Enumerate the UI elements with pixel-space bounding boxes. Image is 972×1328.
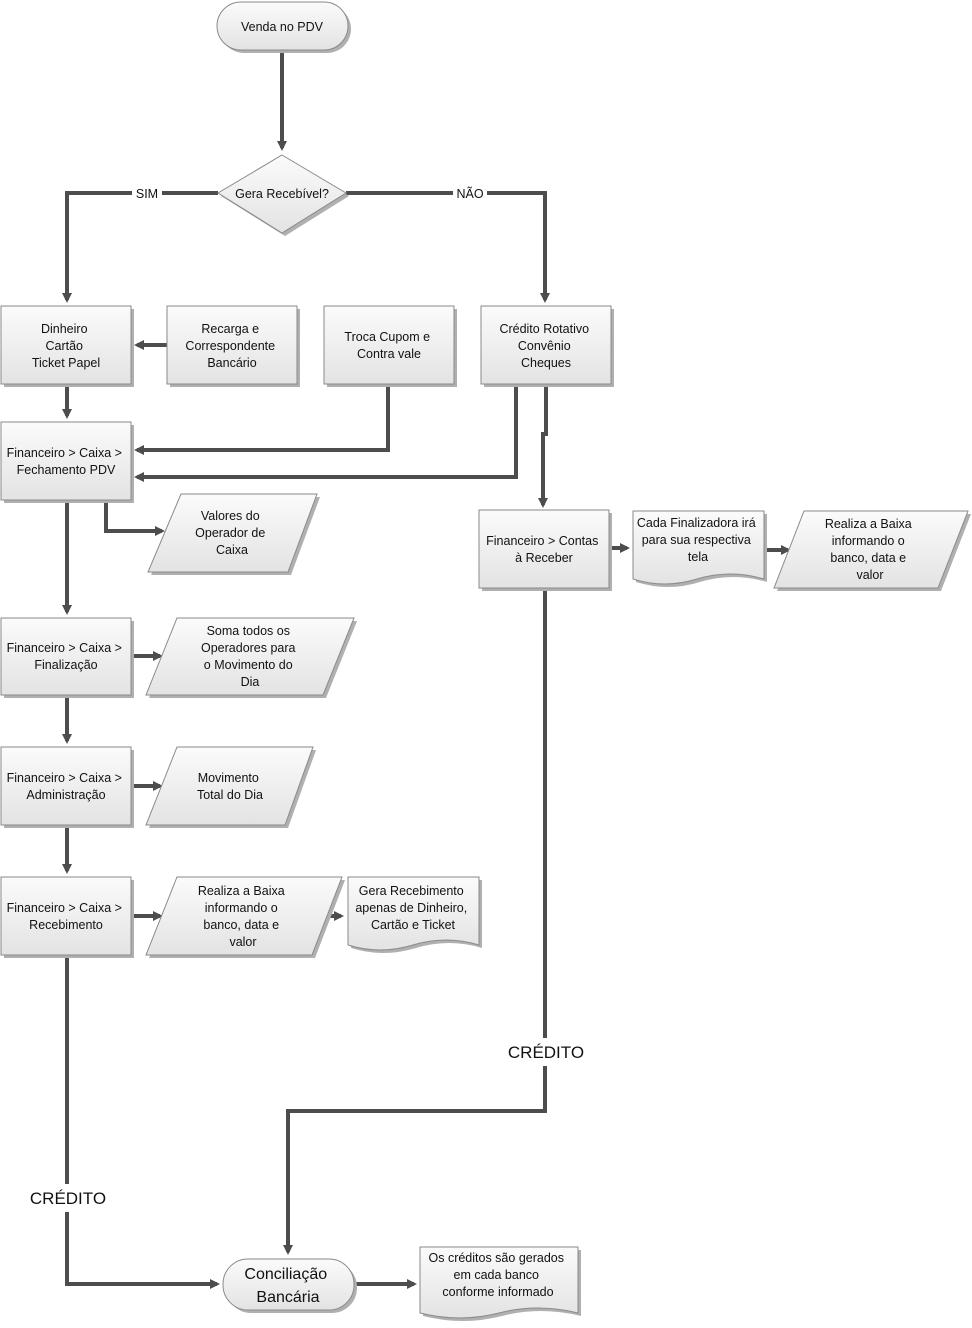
contas-receber-label: Financeiro > Contas à Receber — [486, 534, 602, 565]
data-soma-operadores: Soma todos os Operadores para o Moviment… — [145, 617, 357, 698]
edge-troca-fechamento — [134, 384, 390, 455]
realiza-baixa-left-label: Realiza a Baixa informando o banco, data… — [198, 884, 288, 949]
document-cada-finalizadora: Cada Finalizadora irá para sua respectiv… — [632, 510, 767, 587]
process-credito-rotativo: Crédito Rotativo Convênio Cheques — [480, 305, 614, 387]
edge-label-credito-right: CRÉDITO — [508, 1043, 584, 1062]
edge-fechamento-valores — [104, 500, 165, 536]
process-recebimento: Financeiro > Caixa > Recebimento — [0, 876, 134, 958]
credito-rotativo-label: Crédito Rotativo Convênio Cheques — [499, 322, 592, 370]
process-recarga: Recarga e Correspondente Bancário — [166, 305, 300, 387]
end-conciliacao-bancaria: Conciliação Bancária — [222, 1258, 357, 1313]
data-realiza-baixa-left: Realiza a Baixa informando o banco, data… — [145, 876, 345, 958]
fechamento-label: Financeiro > Caixa > Fechamento PDV — [7, 446, 126, 477]
document-gera-recebimento: Gera Recebimento apenas de Dinheiro, Car… — [347, 876, 482, 953]
edge-nao — [346, 191, 550, 303]
cada-finalizadora-label: Cada Finalizadora irá para sua respectiv… — [637, 516, 759, 564]
process-dinheiro: Dinheiro Cartão Ticket Papel — [0, 305, 134, 387]
process-fechamento-pdv: Financeiro > Caixa > Fechamento PDV — [0, 421, 134, 503]
edge-credito-contas — [538, 384, 548, 508]
edge-label-nao: NÃO — [456, 187, 483, 201]
dinheiro-label: Dinheiro Cartão Ticket Papel — [32, 322, 100, 370]
process-contas-receber: Financeiro > Contas à Receber — [478, 509, 612, 591]
data-realiza-baixa-right: Realiza a Baixa informando o banco, data… — [773, 510, 971, 591]
process-administracao: Financeiro > Caixa > Administração — [0, 746, 134, 828]
edge-credito-fechamento — [134, 384, 518, 482]
data-movimento-total: Movimento Total do Dia — [145, 746, 316, 828]
start-label: Venda no PDV — [241, 20, 324, 34]
edge-credito-conciliacao — [283, 1066, 547, 1255]
finalizacao-label: Financeiro > Caixa > Finalização — [7, 641, 126, 672]
connectors — [62, 52, 791, 1289]
edge-label-sim: SIM — [136, 187, 158, 201]
decision-gera-recebivel: Gera Recebível? — [217, 154, 349, 236]
valores-label: Valores do Operador de Caixa — [195, 509, 269, 557]
soma-label: Soma todos os Operadores para o Moviment… — [201, 624, 299, 689]
start-terminator: Venda no PDV — [216, 1, 351, 53]
creditos-gerados-label: Os créditos são gerados em cada banco co… — [429, 1251, 568, 1299]
administracao-label: Financeiro > Caixa > Administração — [7, 771, 126, 802]
edge-label-credito-left: CRÉDITO — [30, 1189, 106, 1208]
recebimento-label: Financeiro > Caixa > Recebimento — [7, 901, 126, 932]
troca-label: Troca Cupom e Contra vale — [344, 330, 433, 361]
recarga-label: Recarga e Correspondente Bancário — [185, 322, 278, 370]
process-finalizacao: Financeiro > Caixa > Finalização — [0, 617, 134, 698]
movimento-label: Movimento Total do Dia — [197, 771, 263, 802]
conciliacao-label: Conciliação Bancária — [244, 1266, 331, 1306]
edge-credito-left-conciliacao — [65, 1212, 220, 1289]
gera-recebimento-label: Gera Recebimento apenas de Dinheiro, Car… — [355, 884, 470, 932]
process-troca-cupom: Troca Cupom e Contra vale — [323, 305, 457, 387]
document-creditos-gerados: Os créditos são gerados em cada banco co… — [419, 1246, 581, 1321]
data-valores-operador: Valores do Operador de Caixa — [147, 493, 320, 575]
decision-label: Gera Recebível? — [235, 187, 329, 201]
realiza-baixa-right-label: Realiza a Baixa informando o banco, data… — [825, 517, 915, 582]
edge-sim — [62, 191, 218, 303]
